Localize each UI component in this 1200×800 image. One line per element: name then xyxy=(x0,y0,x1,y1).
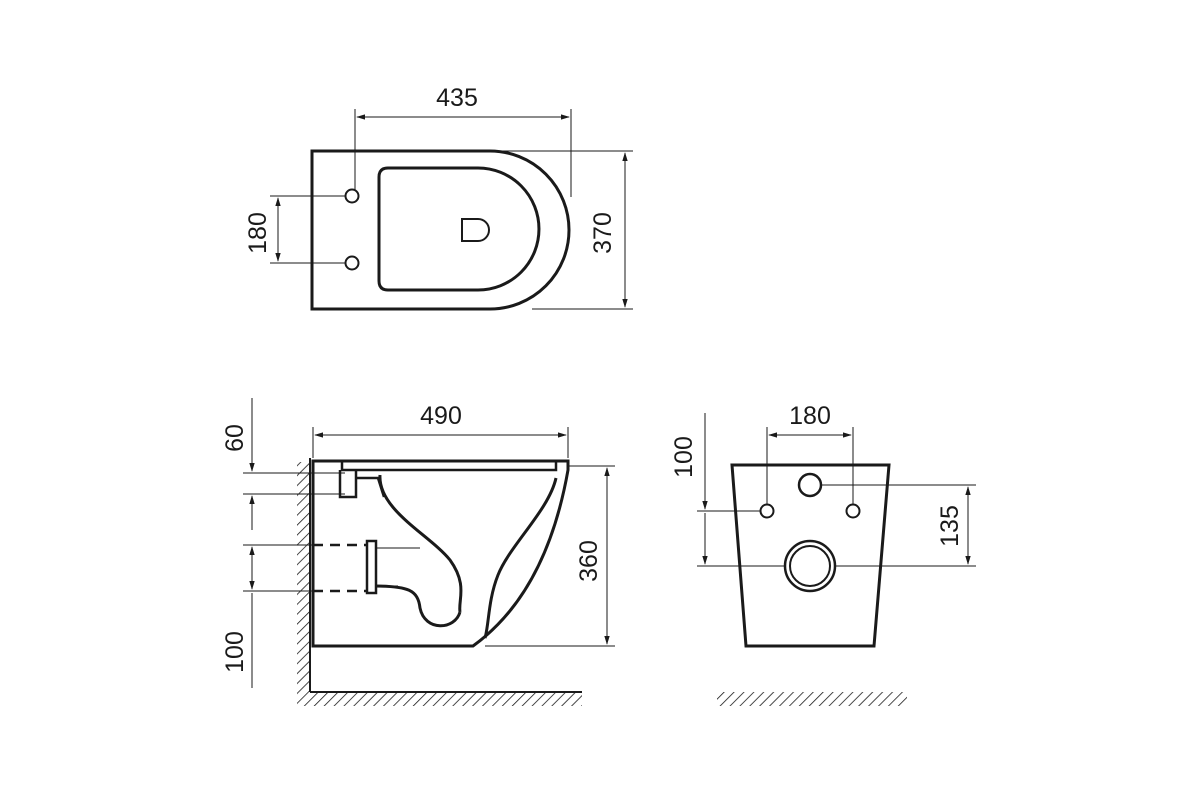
inlet-hole xyxy=(797,472,823,498)
side-view: 490 360 60 100 xyxy=(221,398,615,706)
rear-floor-hatch xyxy=(717,692,907,706)
dim-label-top-offset: 60 xyxy=(221,424,249,452)
drain-outlet-icon xyxy=(461,218,490,242)
side-view-rim xyxy=(340,461,558,472)
mount-hole-lower xyxy=(344,255,360,271)
inlet-pipe xyxy=(338,470,386,499)
side-view-body xyxy=(311,459,570,648)
rear-dim-label-mount-spacing: 180 xyxy=(789,402,831,430)
outlet-hole-outer xyxy=(783,539,837,593)
rear-dim-label-outlet-height: 135 xyxy=(936,505,964,547)
rear-dim-label-upper-offset: 100 xyxy=(670,436,698,478)
dim-label-height: 360 xyxy=(575,540,603,582)
rear-view: 180 135 100 xyxy=(670,402,976,706)
dim-label-width: 370 xyxy=(589,212,617,254)
top-view: 435 370 180 xyxy=(244,84,633,311)
outlet-pipe-flange xyxy=(365,539,378,595)
side-view-trap xyxy=(374,474,558,639)
mount-hole-right xyxy=(845,503,861,519)
mount-hole-left xyxy=(759,503,775,519)
floor-hatch xyxy=(297,692,582,706)
wall-hatch xyxy=(297,462,310,692)
dim-label-depth: 490 xyxy=(420,402,462,430)
top-view-outline xyxy=(310,149,571,311)
dim-label-mount-spacing: 180 xyxy=(244,212,272,254)
dim-label-bottom-offset: 100 xyxy=(221,631,249,673)
dim-label-length: 435 xyxy=(436,84,478,112)
rear-view-body xyxy=(730,463,891,648)
outlet-hole-inner xyxy=(789,545,831,587)
top-view-bowl-opening xyxy=(377,166,541,292)
mount-hole-upper xyxy=(344,188,360,204)
